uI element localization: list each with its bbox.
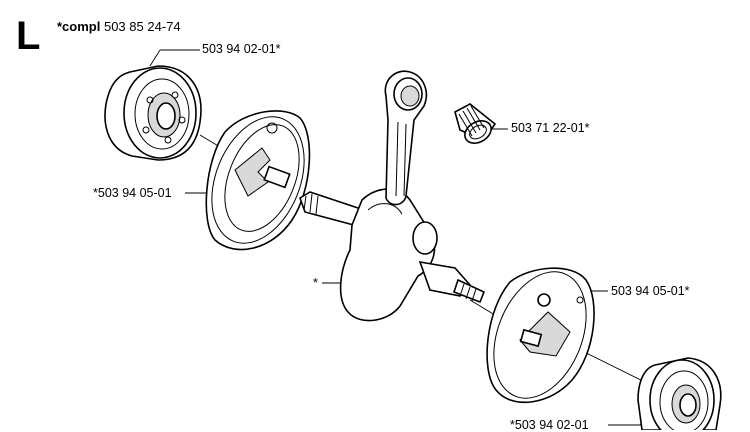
- crank-half-left: [205, 110, 311, 251]
- crank-half-right: [486, 267, 595, 404]
- group-letter: L: [16, 14, 41, 58]
- label-bearing-top: 503 94 02-01*: [202, 42, 281, 56]
- label-crank-half-left: *503 94 05-01: [93, 186, 172, 200]
- label-bearing-bottom: *503 94 02-01: [510, 418, 589, 432]
- crankshaft: [299, 70, 486, 322]
- ball-bearing-top: [104, 65, 202, 161]
- label-needle-bearing: 503 71 22-01*: [511, 121, 590, 135]
- kit-label: *compl 503 85 24-74: [57, 19, 181, 34]
- label-crankshaft: *: [313, 276, 318, 290]
- label-crank-half-right: 503 94 05-01*: [611, 284, 690, 298]
- kit-prefix: *compl: [57, 19, 101, 34]
- ball-bearing-bottom: [637, 357, 722, 430]
- kit-number: 503 85 24-74: [103, 19, 181, 34]
- needle-bearing: [454, 103, 497, 144]
